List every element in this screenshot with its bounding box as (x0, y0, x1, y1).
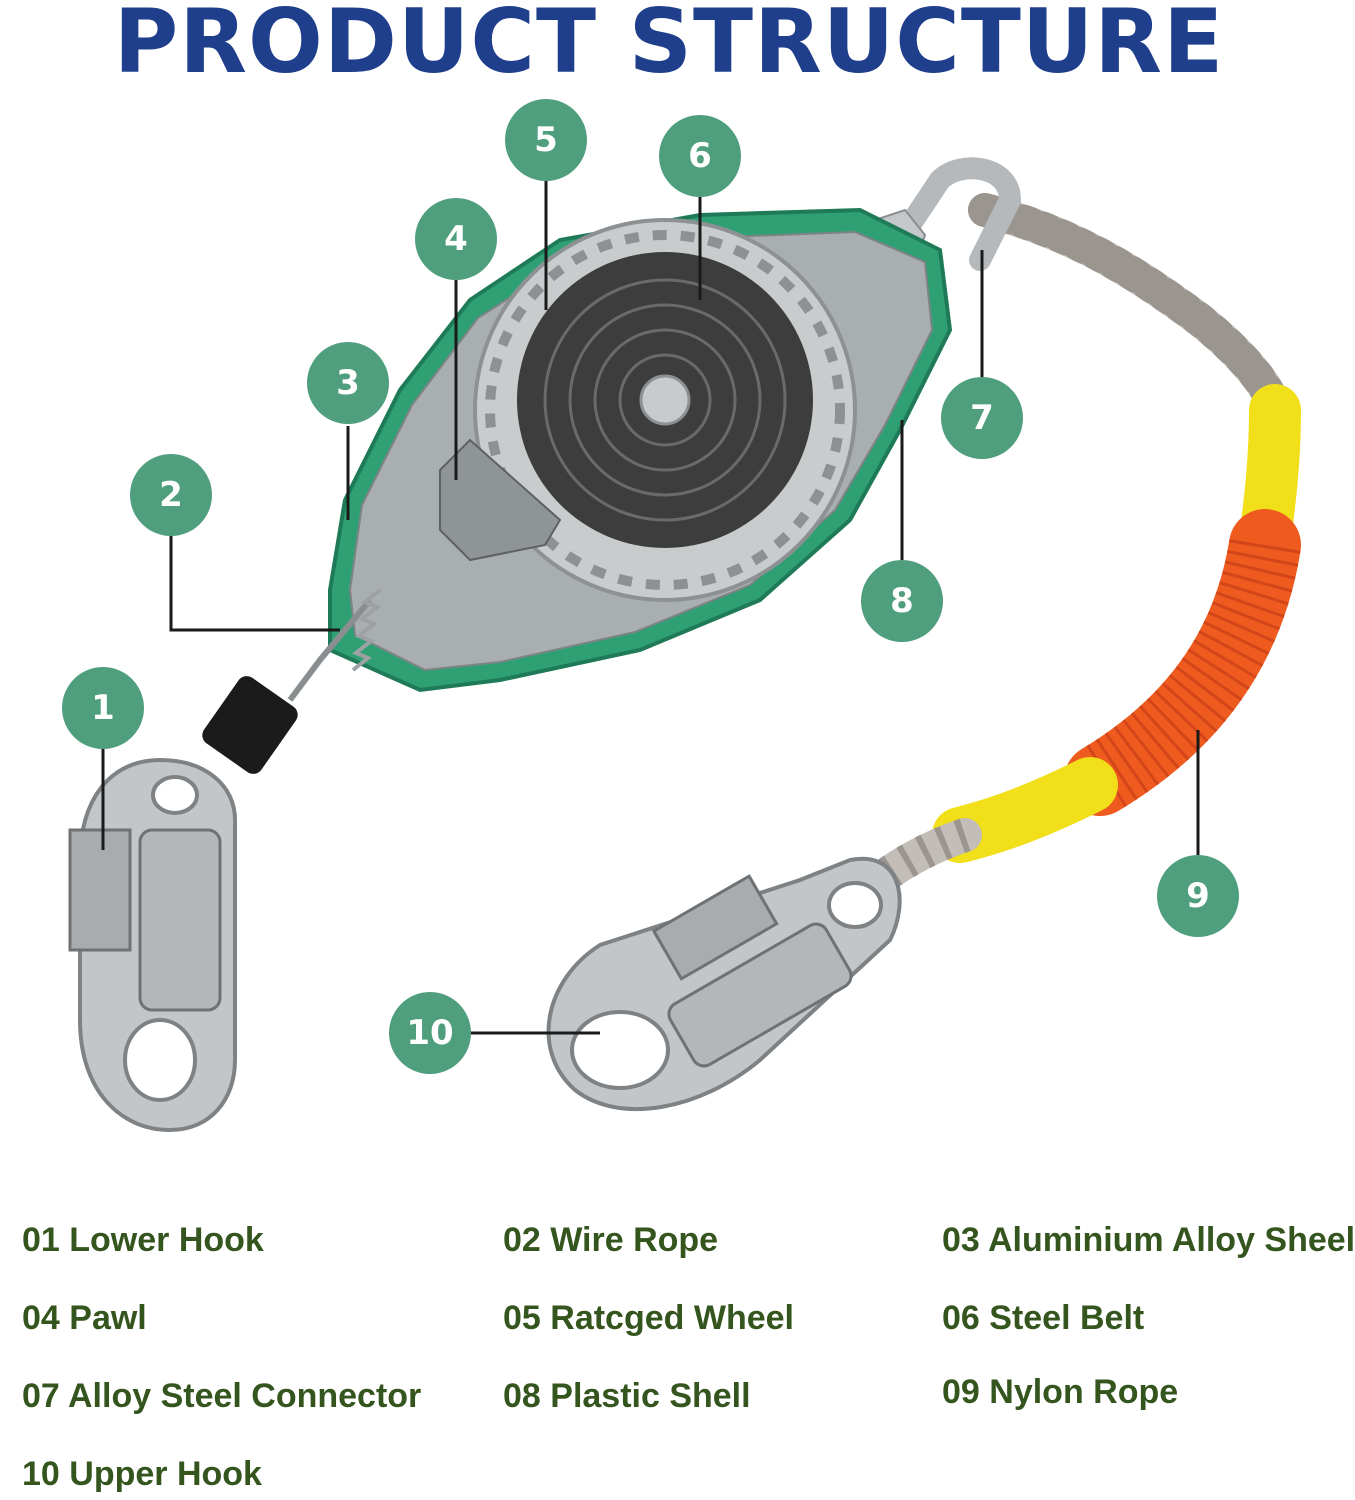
callout-badge-10: 10 (389, 992, 471, 1074)
ratchet-wheel-teeth (485, 230, 845, 590)
legend-item-10: 10 Upper Hook (22, 1455, 262, 1493)
legend-item-03: 03 Aluminium Alloy Sheel (942, 1221, 1355, 1259)
legend-item-08: 08 Plastic Shell (503, 1377, 751, 1415)
upper-hook-latch (651, 874, 779, 981)
callout-badge-1: 1 (62, 667, 144, 749)
wire-rope (287, 598, 373, 702)
callout-badge-9: 9 (1157, 855, 1239, 937)
legend-item-07: 07 Alloy Steel Connector (22, 1377, 422, 1415)
pawl (439, 438, 562, 562)
callout-badge-7: 7 (941, 377, 1023, 459)
leader-line-2 (169, 536, 340, 632)
callout-badge-5: 5 (505, 99, 587, 181)
callout-badge-3: 3 (307, 342, 389, 424)
callout-badge-2: 2 (130, 454, 212, 536)
callout-badge-4: 4 (415, 198, 497, 280)
legend-item-05: 05 Ratcged Wheel (503, 1299, 794, 1337)
rope-sleeve-orange (1064, 509, 1301, 816)
rubber-stopper (202, 676, 298, 774)
spring (351, 588, 382, 672)
nylon-rope-upper (968, 193, 1293, 437)
legend-item-01: 01 Lower Hook (22, 1221, 264, 1259)
lower-hook-latch (68, 828, 132, 952)
alloy-steel-connector (889, 157, 1022, 271)
lower-hook-gate (138, 828, 222, 1012)
wheel-hub (639, 374, 691, 426)
upper-hook-gate (667, 922, 853, 1068)
legend-item-09: 09 Nylon Rope (942, 1373, 1179, 1411)
rope-sleeve-orange-texture (1081, 538, 1301, 811)
callout-badge-8: 8 (861, 560, 943, 642)
legend-item-04: 04 Pawl (22, 1299, 147, 1337)
legend-item-06: 06 Steel Belt (942, 1299, 1145, 1337)
callout-badge-6: 6 (659, 115, 741, 197)
page-title: PRODUCT STRUCTURE (113, 0, 1225, 93)
leader-lines (101, 181, 1200, 1035)
legend-item-02: 02 Wire Rope (503, 1221, 719, 1259)
